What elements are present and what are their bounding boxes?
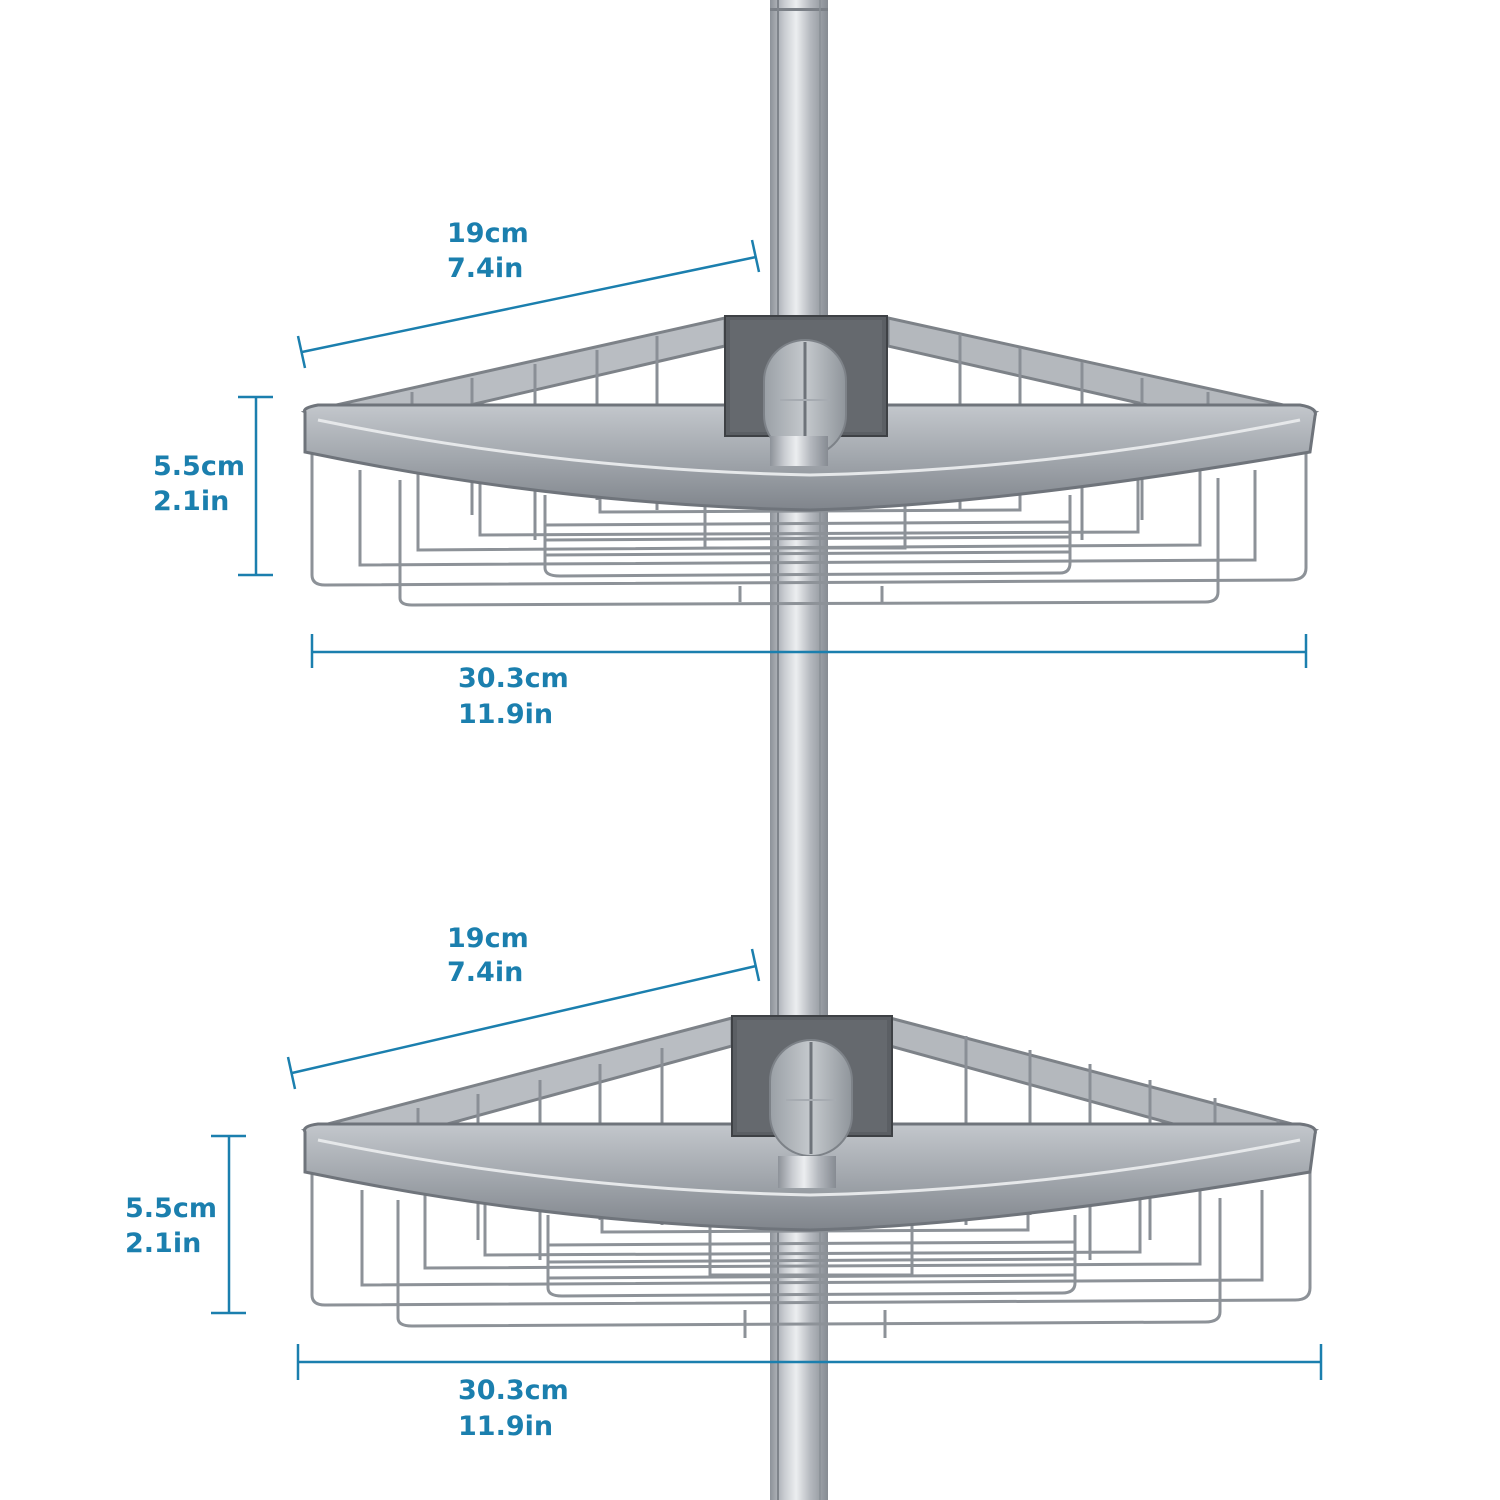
width-cm-label-bottom: 30.3cm [458, 1375, 569, 1406]
depth-cm-label-bottom: 19cm [447, 923, 529, 954]
width-in-label-bottom: 11.9in [458, 1411, 554, 1442]
depth-cm-label-top: 19cm [447, 218, 529, 249]
width-in-label-top: 11.9in [458, 699, 554, 730]
dimension-lines [211, 239, 1323, 1380]
width-line-top [310, 634, 1308, 668]
depth-in-label-top: 7.4in [447, 253, 524, 284]
height-line-top [238, 395, 273, 577]
width-cm-label-top: 30.3cm [458, 663, 569, 694]
depth-line-top [296, 239, 761, 369]
basket-bottom [300, 1015, 1320, 1338]
height-in-label-bottom: 2.1in [125, 1228, 202, 1259]
depth-line-bottom [286, 948, 761, 1090]
depth-in-label-bottom: 7.4in [447, 957, 524, 988]
width-line-bottom [296, 1344, 1323, 1380]
pole [770, 0, 828, 1500]
height-cm-label-top: 5.5cm [153, 451, 245, 482]
height-line-bottom [211, 1134, 246, 1315]
height-cm-label-bottom: 5.5cm [125, 1193, 217, 1224]
height-in-label-top: 2.1in [153, 486, 230, 517]
basket-top [300, 315, 1320, 607]
